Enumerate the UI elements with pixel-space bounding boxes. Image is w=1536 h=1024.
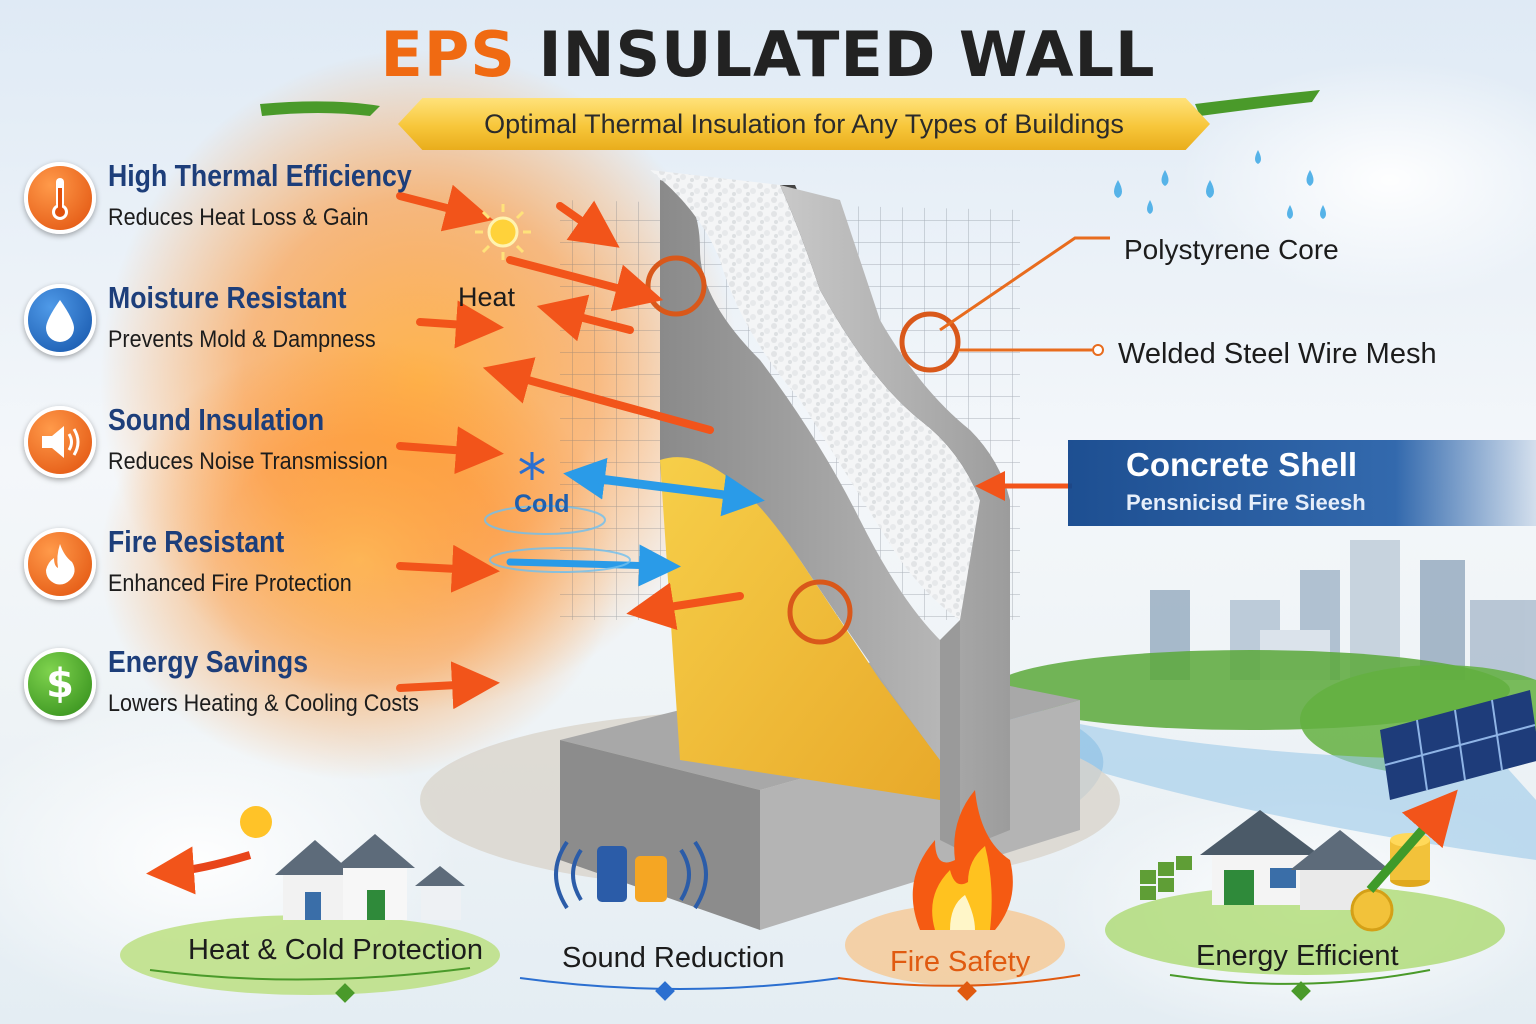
thermometer-icon [24,162,96,234]
page-subtitle: Optimal Thermal Insulation for Any Types… [484,108,1124,139]
feature-moisture-resistant: Moisture Resistant Prevents Mold & Dampn… [24,280,484,376]
bottom-fire-safety-label: Fire Safety [890,946,1031,978]
feature-subtitle: Reduces Heat Loss & Gain [108,204,369,231]
feature-title: Moisture Resistant [108,280,347,315]
concrete-shell-title: Concrete Shell [1126,446,1358,483]
feature-fire-resistant: Fire Resistant Enhanced Fire Protection [24,524,484,620]
feature-subtitle: Enhanced Fire Protection [108,570,352,597]
feature-title: Fire Resistant [108,524,285,559]
heat-label: Heat [458,282,516,312]
water-drop-icon [24,284,96,356]
feature-subtitle: Prevents Mold & Dampness [108,326,376,353]
title-rest: INSULATED WALL [538,18,1156,91]
bottom-sound-label: Sound Reduction [562,942,785,974]
feature-subtitle: Lowers Heating & Cooling Costs [108,690,419,717]
dollar-icon: $ [24,648,96,720]
concrete-shell-subtitle: Pensnicisd Fire Sieesh [1126,490,1366,515]
bottom-heat-cold-label: Heat & Cold Protection [188,934,483,966]
bottom-energy-efficient-label: Energy Efficient [1196,940,1399,972]
feature-title: High Thermal Efficiency [108,158,412,193]
subtitle-ribbon: Optimal Thermal Insulation for Any Types… [398,98,1210,150]
feature-thermal-efficiency: High Thermal Efficiency Reduces Heat Los… [24,158,484,254]
feature-title: Energy Savings [108,644,309,679]
page-title: EPS INSULATED WALL [0,18,1536,91]
speaker-icon [24,406,96,478]
flame-icon [24,528,96,600]
title-accent: EPS [380,18,516,91]
polystyrene-core-label: Polystyrene Core [1124,234,1339,265]
feature-subtitle: Reduces Noise Transmission [108,448,388,475]
concrete-shell-banner [1068,440,1536,526]
wire-mesh-label: Welded Steel Wire Mesh [1118,338,1437,370]
feature-title: Sound Insulation [108,402,325,437]
cold-label: Cold [514,490,570,518]
feature-sound-insulation: Sound Insulation Reduces Noise Transmiss… [24,402,484,498]
feature-energy-savings: $ Energy Savings Lowers Heating & Coolin… [24,644,484,740]
